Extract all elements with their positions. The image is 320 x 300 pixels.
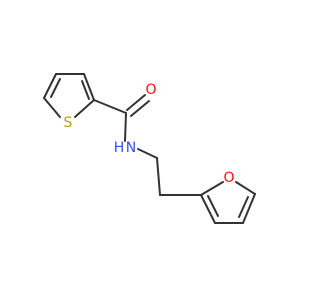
thiophene-bond-s-c5 xyxy=(43,97,61,118)
furan-double-bond-c5-c4 xyxy=(238,196,249,218)
thiophene-double-bond-c5-c4 xyxy=(50,78,61,98)
nitrogen-to-ch2-bond xyxy=(137,148,158,159)
bond-layer xyxy=(43,73,256,224)
carbonyl-double-bond-b xyxy=(130,100,150,117)
ring-to-carbonyl-bond xyxy=(93,99,127,114)
furan-double-bond-c3-c2 xyxy=(207,195,219,217)
furan-oxygen-label: O xyxy=(223,170,234,186)
furan-bond-o-c5 xyxy=(235,181,256,195)
atom-label-layer: S O N H O xyxy=(64,82,235,186)
furan-bond-c2-o xyxy=(200,181,224,196)
furan-bond-c3-c2 xyxy=(200,194,216,224)
amide-hydrogen-label: H xyxy=(114,140,125,156)
carbonyl-double-bond-a xyxy=(126,94,146,111)
thiophene-bond-c3-c2 xyxy=(83,73,95,101)
thiophene-bond-c2-s xyxy=(74,99,95,118)
thiophene-double-bond-c3-c2 xyxy=(81,80,90,100)
carbonyl-oxygen-label: O xyxy=(145,82,156,98)
molecule-diagram: S O N H O xyxy=(43,73,256,224)
furan-bond-c5-c4 xyxy=(242,193,256,224)
ch2-to-ch2-bond xyxy=(156,157,161,196)
amide-nitrogen-label: N xyxy=(126,140,136,156)
thiophene-bond-c5-c4 xyxy=(43,73,57,99)
carbonyl-to-nitrogen-bond xyxy=(124,112,127,142)
thiophene-sulfur-label: S xyxy=(64,115,73,131)
